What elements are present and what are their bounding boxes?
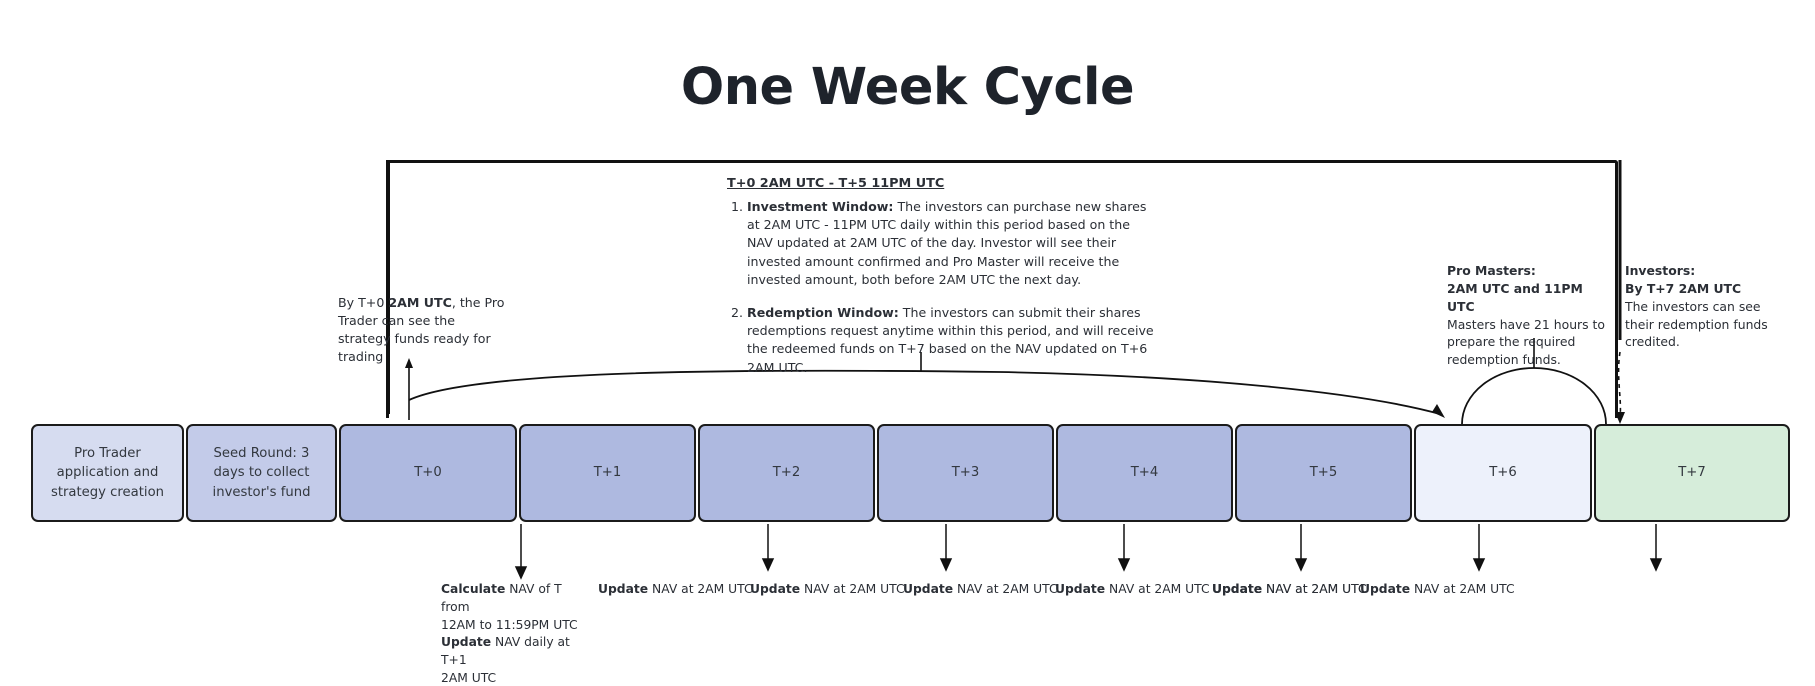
investors-time: By T+7 2AM UTC [1625, 280, 1742, 296]
nav-note-line: Update NAV daily at T+1 [441, 635, 570, 668]
nav-note-line: 2AM UTC [441, 671, 497, 686]
left-note-bold-time: 2AM UTC [388, 295, 452, 310]
nav-note-t3: Update NAV at 2AM UTC [903, 582, 1058, 596]
timeline-cell-label: T+7 [1678, 465, 1706, 481]
timeline-cell-label: Pro Trader application and strategy crea… [50, 446, 165, 500]
nav-note-t2: Update NAV at 2AM UTC [750, 582, 905, 596]
pro-masters-title: Pro Masters: [1447, 263, 1536, 278]
timeline-cell-phase-1[interactable]: Seed Round: 3 days to collect investor's… [186, 424, 337, 522]
timeline-cell-phase-0[interactable]: Pro Trader application and strategy crea… [31, 424, 184, 522]
nav-note-t0: Calculate NAV of T from 12AM to 11:59PM U… [441, 581, 581, 686]
timeline-cell-t4[interactable]: T+4 [1056, 424, 1233, 522]
nav-note-keyword: Update [1360, 582, 1411, 596]
timeline-cell-label: Seed Round: 3 days to collect investor's… [212, 446, 311, 500]
investment-redemption-annotation: T+0 2AM UTC - T+5 11PM UTC Investment Wi… [727, 175, 1157, 377]
timeline-cell-t3[interactable]: T+3 [877, 424, 1054, 522]
timeline-cell-label: T+3 [951, 465, 980, 481]
investors-annotation: Investors: By T+7 2AM UTC The investors … [1625, 262, 1775, 351]
pro-masters-annotation: Pro Masters: 2AM UTC and 11PM UTC Master… [1447, 262, 1612, 369]
investors-dotted-line [1617, 351, 1622, 419]
timeline-cell-label: T+4 [1130, 465, 1159, 481]
window-item-title: Investment Window: [747, 198, 894, 214]
nav-note-keyword: Update [1212, 582, 1263, 596]
timeline-cell-label: T+6 [1489, 465, 1517, 481]
timeline-cell-t6[interactable]: T+6 [1414, 424, 1592, 522]
investors-title: Investors: [1625, 263, 1696, 278]
nav-note-keyword: Update [1212, 582, 1263, 596]
timeline-cell-t2[interactable]: T+2 [698, 424, 875, 522]
nav-note-t7: Update NAV at 2AM UTC [1360, 582, 1515, 596]
timeline-cell-label: T+1 [593, 465, 622, 481]
nav-note-t6: Update NAV at 2AM UTC [1212, 582, 1367, 596]
window-list: Investment Window: The investors can pur… [727, 198, 1157, 377]
timeline-cell-t0[interactable]: T+0 [339, 424, 517, 522]
timeline-cell-label: T+2 [772, 465, 801, 481]
window-item-1: Investment Window: The investors can pur… [747, 198, 1157, 290]
timeline-cell-t5[interactable]: T+5 [1235, 424, 1412, 522]
nav-note-keyword: Update [598, 582, 649, 596]
nav-note-keyword: Calculate [441, 582, 506, 596]
timeline-cell-label: T+5 [1309, 465, 1338, 481]
nav-note-t4: Update NAV at 2AM UTC [1055, 582, 1210, 596]
nav-note-line: 12AM to 11:59PM UTC [441, 617, 578, 632]
nav-note-keyword: Update [441, 635, 492, 650]
timeline-cell-t1[interactable]: T+1 [519, 424, 696, 522]
window-period-header: T+0 2AM UTC - T+5 11PM UTC [727, 176, 945, 191]
nav-note-keyword: Update [1055, 582, 1106, 596]
pro-masters-time: 2AM UTC and 11PM UTC [1447, 280, 1583, 314]
pro-masters-body: Masters have 21 hours to prepare the req… [1447, 316, 1605, 368]
nav-note-t1: Update NAV at 2AM UTC [598, 582, 753, 596]
timeline-cell-t7[interactable]: T+7 [1594, 424, 1790, 522]
timeline-cell-label: T+0 [414, 465, 442, 481]
timeline-track: Pro Trader application and strategy crea… [31, 424, 1790, 522]
nav-arrows [514, 524, 1663, 580]
nav-note-line: Calculate NAV of T from [441, 582, 562, 614]
investors-body: The investors can see their redemption f… [1625, 298, 1768, 350]
window-item-title: Redemption Window: [747, 304, 899, 320]
page-title: One Week Cycle [680, 58, 1135, 117]
window-item-2: Redemption Window: The investors can sub… [747, 304, 1157, 378]
nav-note-t5: Update NAV at 2AM UTC [1212, 582, 1367, 596]
nav-note-keyword: Update [903, 582, 954, 596]
nav-note-keyword: Update [750, 582, 801, 596]
pro-trader-annotation: By T+0 2AM UTC, the Pro Trader can see t… [338, 295, 505, 365]
